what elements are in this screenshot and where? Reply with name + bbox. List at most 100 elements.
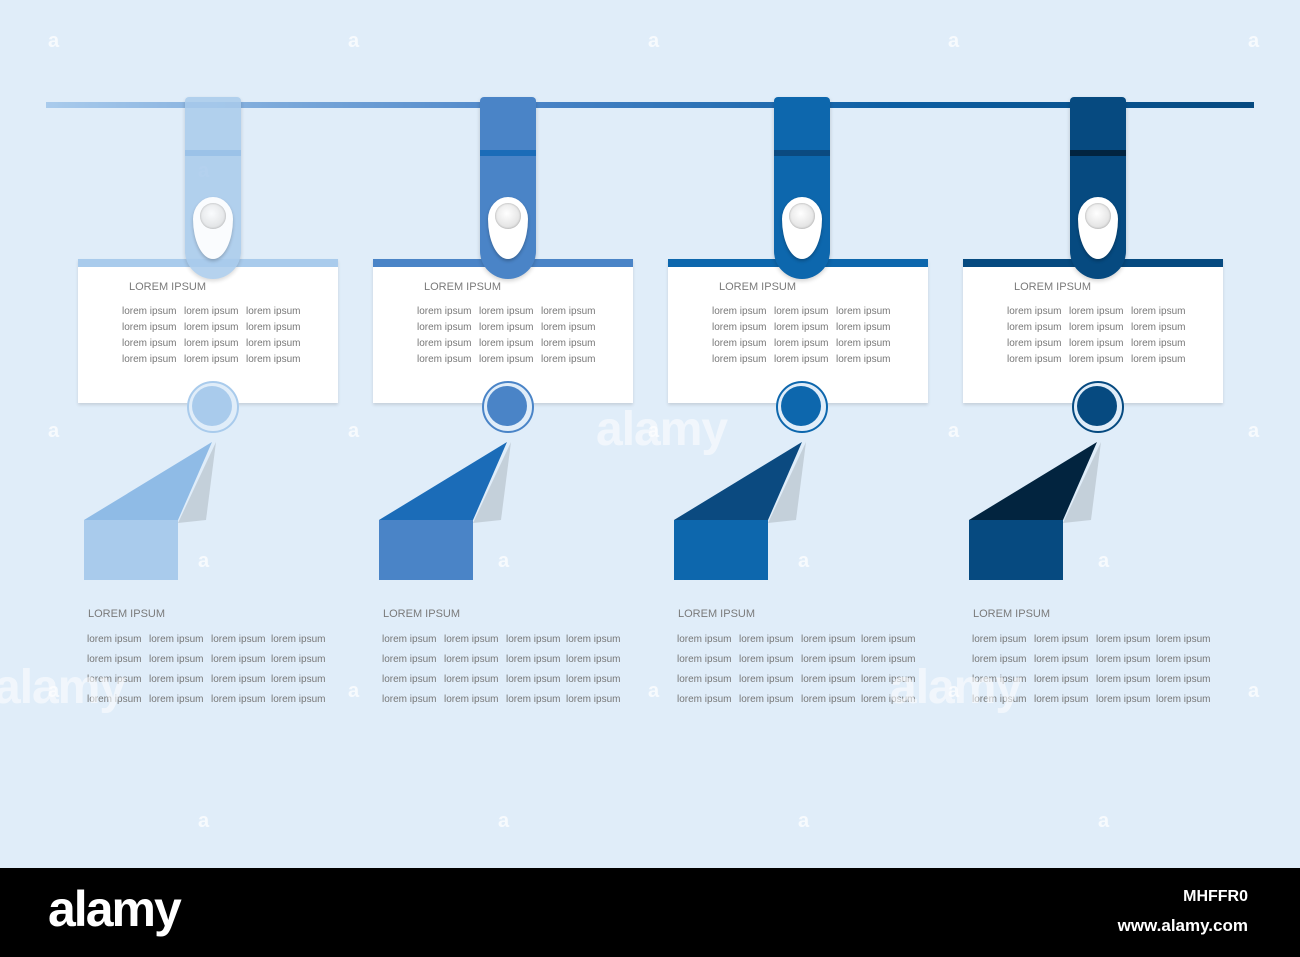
bottom-text-item: lorem ipsum [211,674,266,685]
bottom-text-item: lorem ipsum [87,674,142,685]
step-pointer [674,442,806,580]
bottom-text-item: lorem ipsum [149,694,204,705]
step-circle [482,381,534,433]
card-text-item: lorem ipsum [836,354,891,365]
bottom-text-item: lorem ipsum [1156,634,1211,645]
card-text-grid: lorem ipsum lorem ipsum lorem ipsum lorem i… [1007,306,1193,366]
bottom-text-item: lorem ipsum [739,674,794,685]
bottom-text-item: lorem ipsum [566,634,621,645]
card-text-item: lorem ipsum [479,306,534,317]
card-text-item: lorem ipsum [1007,354,1062,365]
bottom-text-item: lorem ipsum [1156,694,1211,705]
pin-dot [200,203,226,229]
bottom-title: LOREM IPSUM [88,608,166,620]
bottom-text-item: lorem ipsum [149,674,204,685]
card-text-item: lorem ipsum [122,354,177,365]
step-circle [1072,381,1124,433]
card-text-item: lorem ipsum [774,354,829,365]
bottom-text-item: lorem ipsum [87,654,142,665]
watermark-mark: a [348,30,360,52]
bottom-text-item: lorem ipsum [271,694,326,705]
bottom-text-grid: lorem ipsum lorem ipsum lorem ipsum lorem i… [382,634,628,706]
watermark-mark: a [348,680,360,702]
card-text-item: lorem ipsum [541,354,596,365]
card-text-item: lorem ipsum [836,322,891,333]
card-text-item: lorem ipsum [122,306,177,317]
card-text-item: lorem ipsum [184,322,239,333]
card-text-item: lorem ipsum [1007,322,1062,333]
strap-band [185,150,241,156]
bottom-text-item: lorem ipsum [1096,674,1151,685]
circle-outline [187,381,239,433]
bottom-text-item: lorem ipsum [566,654,621,665]
bottom-text-item: lorem ipsum [972,694,1027,705]
card-text-item: lorem ipsum [246,322,301,333]
bottom-text-item: lorem ipsum [211,634,266,645]
bottom-text-item: lorem ipsum [801,654,856,665]
step-pointer [969,442,1101,580]
bottom-text-item: lorem ipsum [1034,634,1089,645]
step-pointer [84,442,216,580]
watermark-mark: a [948,30,960,52]
card-text-item: lorem ipsum [184,338,239,349]
card-text-item: lorem ipsum [417,306,472,317]
footer-logo: alamy [48,881,182,937]
watermark-mark: a [348,420,360,442]
card-text-item: lorem ipsum [1069,338,1124,349]
watermark-mark: a [948,680,960,702]
card-text-item: lorem ipsum [1131,306,1186,317]
watermark-mark: a [648,420,660,442]
card-text-item: lorem ipsum [184,306,239,317]
bottom-text-item: lorem ipsum [1156,654,1211,665]
bottom-text-item: lorem ipsum [677,674,732,685]
card-text-item: lorem ipsum [1007,338,1062,349]
bottom-text-item: lorem ipsum [149,634,204,645]
card-text-item: lorem ipsum [246,354,301,365]
bottom-text-item: lorem ipsum [972,654,1027,665]
bottom-text-item: lorem ipsum [271,634,326,645]
image-id: MHFFR0 [1183,888,1248,905]
card-text-item: lorem ipsum [417,322,472,333]
bottom-text-item: lorem ipsum [271,654,326,665]
card-text-item: lorem ipsum [836,338,891,349]
card-text-item: lorem ipsum [1069,354,1124,365]
bottom-text-item: lorem ipsum [677,654,732,665]
bottom-text-item: lorem ipsum [861,634,916,645]
card-text-grid: lorem ipsum lorem ipsum lorem ipsum lorem i… [122,306,308,366]
bottom-text-grid: lorem ipsum lorem ipsum lorem ipsum lorem i… [87,634,333,706]
card-text-item: lorem ipsum [122,322,177,333]
card-text-item: lorem ipsum [417,338,472,349]
hanger-strap [774,97,830,279]
card-text-item: lorem ipsum [479,322,534,333]
hanger-strap [480,97,536,279]
pin-dot [495,203,521,229]
card-text-item: lorem ipsum [774,306,829,317]
bottom-text-item: lorem ipsum [444,694,499,705]
bottom-text-item: lorem ipsum [87,694,142,705]
bottom-text-item: lorem ipsum [1156,674,1211,685]
card-title: LOREM IPSUM [1014,281,1092,293]
watermark-mark: a [48,30,60,52]
card-text-item: lorem ipsum [184,354,239,365]
bottom-text-item: lorem ipsum [444,674,499,685]
card-text-item: lorem ipsum [712,322,767,333]
step-circle [776,381,828,433]
card-text-item: lorem ipsum [836,306,891,317]
watermark-mark: a [1248,30,1260,52]
pin-dot [789,203,815,229]
bottom-text-item: lorem ipsum [801,634,856,645]
circle-fill [192,386,232,426]
watermark-mark: a [1248,680,1260,702]
bottom-text-item: lorem ipsum [972,674,1027,685]
step-pointer [379,442,511,580]
card-text-item: lorem ipsum [541,322,596,333]
card-text-item: lorem ipsum [774,322,829,333]
bottom-text-item: lorem ipsum [87,634,142,645]
watermark-mark: a [1098,810,1110,832]
bottom-text-item: lorem ipsum [382,634,437,645]
hanger-strap [185,97,241,279]
hanger-strap [1070,97,1126,279]
card-title: LOREM IPSUM [129,281,207,293]
